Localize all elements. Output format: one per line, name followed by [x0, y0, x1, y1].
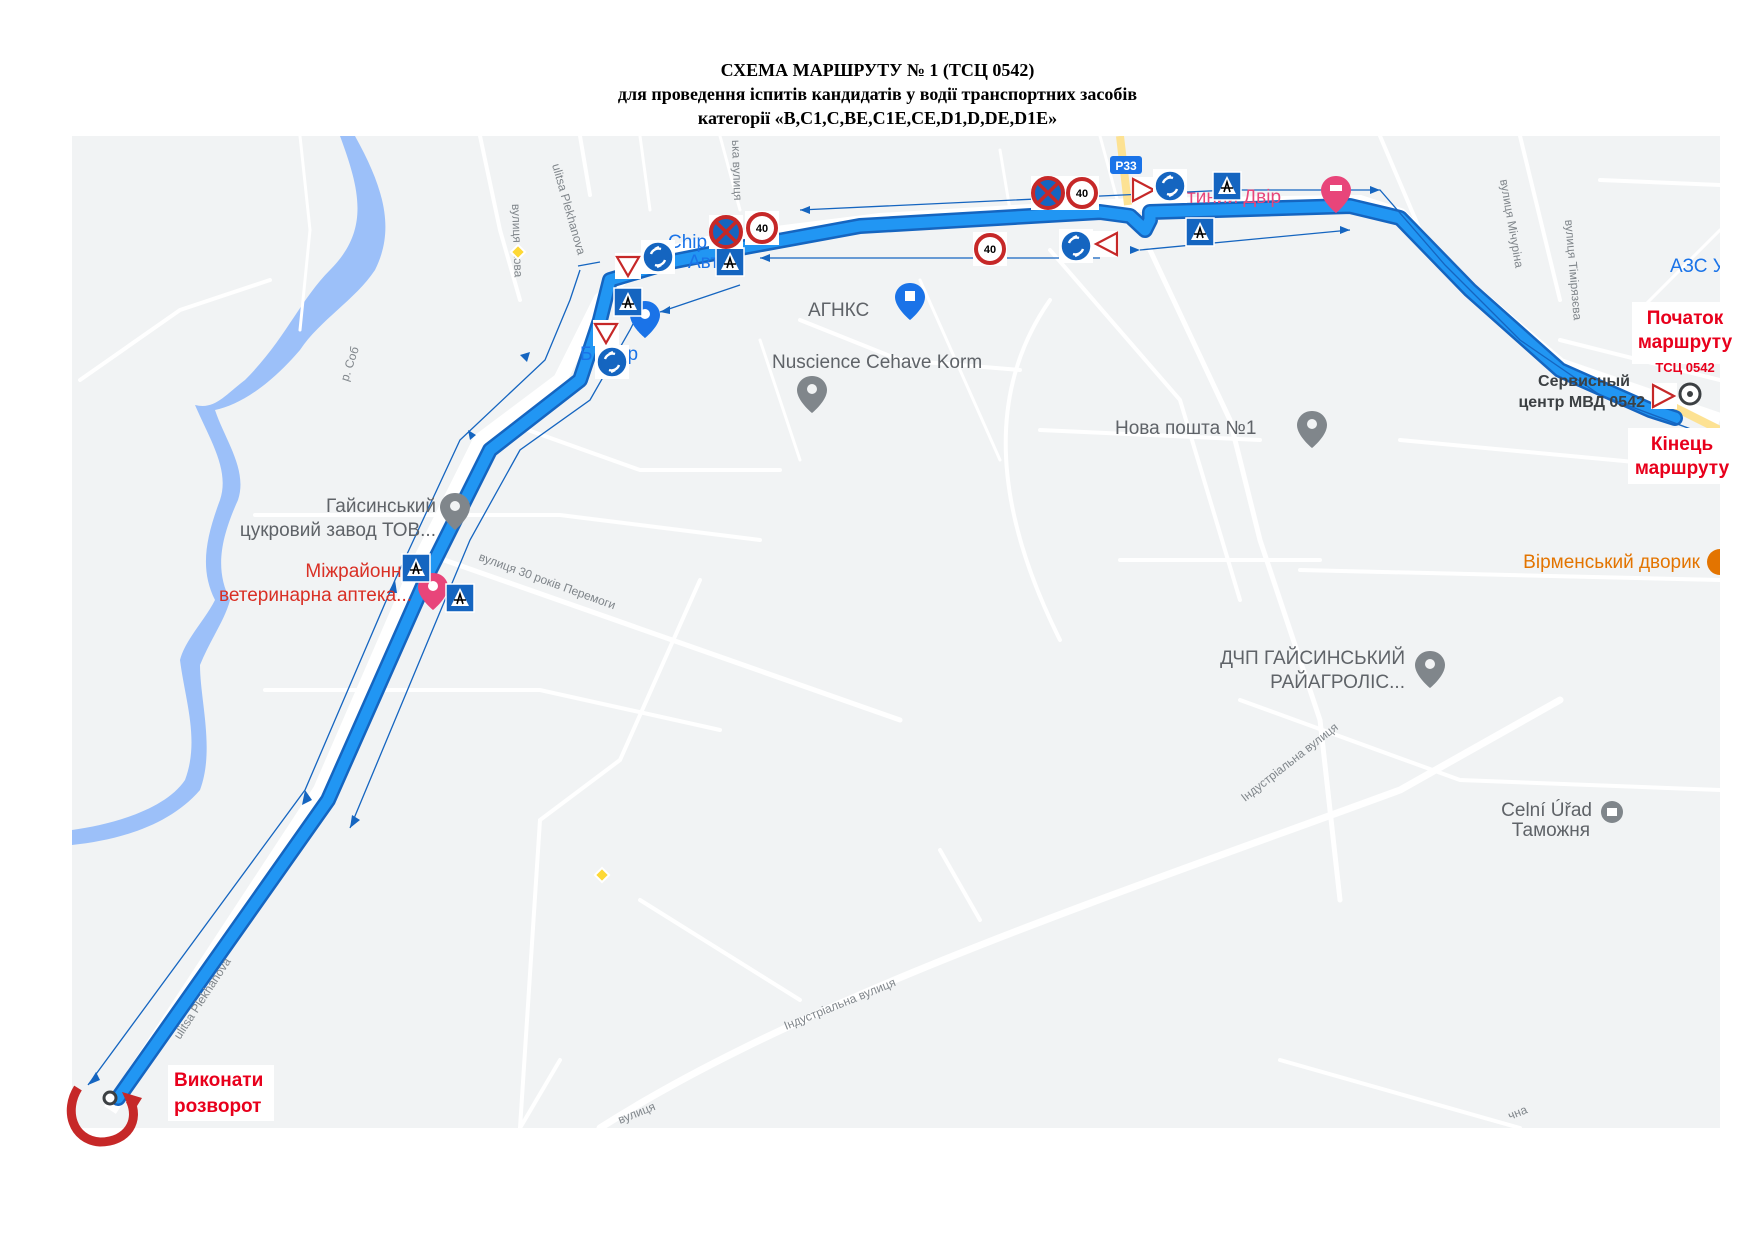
roundabout-sign-2[interactable] — [593, 343, 631, 381]
speed-limit-value-1: 40 — [756, 223, 768, 235]
crossing-sign-6[interactable] — [445, 583, 475, 613]
road-badge-r33: Р33 — [1110, 156, 1142, 174]
pin-dvir[interactable] — [1321, 176, 1351, 213]
river-sob — [72, 136, 386, 845]
scheme-title: СХЕМА МАРШРУТУ № 1 (ТСЦ 0542) для провед… — [0, 58, 1755, 130]
pin-sugar-factory[interactable] — [440, 493, 470, 530]
poi-label-sugar-factory-2: цукровий завод ТОВ... — [240, 520, 436, 541]
start-label-2: маршруту — [1638, 332, 1733, 353]
poi-label-vet-2: ветеринарна аптека... — [219, 585, 412, 606]
crossing-sign-4[interactable] — [1185, 217, 1215, 247]
end-label-2: маршруту — [1635, 458, 1730, 479]
poi-label-sugar-factory-1: Гайсинський — [326, 496, 436, 517]
speed-limit-value-3: 40 — [984, 244, 996, 256]
crossing-sign-1[interactable] — [613, 287, 643, 317]
poi-label-dchp-2: РАЙАГРОЛІС... — [1270, 671, 1405, 693]
poi-label-service-center-1: Сервисный — [1538, 373, 1630, 390]
poi-pins[interactable] — [418, 176, 1733, 823]
yield-sign-2[interactable] — [591, 318, 621, 348]
poi-label-virmenskyi: Вірменський дворик — [1523, 552, 1701, 573]
poi-label-chip: Chip — [668, 232, 707, 253]
route-start-label: Початок маршруту ТСЦ 0542 — [1632, 302, 1738, 375]
speed-limit-sign-3[interactable]: 40 — [973, 232, 1007, 266]
no-parking-sign-1[interactable] — [707, 213, 745, 251]
crossing-sign-5[interactable] — [401, 553, 431, 583]
uturn-label: Виконати розворот — [168, 1065, 274, 1121]
no-parking-sign-2[interactable] — [1029, 174, 1067, 212]
start-label-1: Початок — [1647, 308, 1724, 329]
uturn-marker — [66, 1085, 142, 1147]
yield-sign-5[interactable] — [1649, 381, 1679, 411]
route-end-label: Кінець маршруту — [1628, 428, 1736, 484]
map-area[interactable]: Гайсинський цукровий завод ТОВ... Міжрай… — [72, 136, 1733, 1128]
poi-label-celni-2: Таможня — [1512, 820, 1590, 841]
poi-label-service-center-2: центр МВД 0542 — [1518, 394, 1645, 411]
yield-sign-4[interactable] — [1091, 229, 1121, 259]
speed-limit-value-2: 40 — [1076, 188, 1088, 200]
direction-arrowheads — [88, 186, 1720, 1085]
crossing-sign-2[interactable] — [715, 247, 745, 277]
speed-limit-sign-2[interactable]: 40 — [1065, 176, 1099, 210]
speed-limit-sign-1[interactable]: 40 — [745, 211, 779, 245]
uturn-label-2: розворот — [174, 1096, 262, 1117]
diamond-markers — [509, 243, 611, 884]
uturn-label-1: Виконати — [174, 1070, 263, 1091]
title-line-3: категорії «B,C1,C,BE,C1E,CE,D1,D,DE,D1E» — [697, 108, 1058, 128]
pin-virmenskyi[interactable] — [1707, 549, 1733, 575]
pin-agnks[interactable] — [895, 283, 925, 320]
roundabout-sign-4[interactable] — [1057, 227, 1095, 265]
street-label-bottom2: чна — [1506, 1102, 1530, 1122]
street-label-ka: ька вулиця — [729, 140, 745, 201]
pin-dchp[interactable] — [1415, 651, 1445, 688]
street-label-chkova: вулиця чкова — [509, 204, 526, 278]
road-badge-text: Р33 — [1115, 159, 1137, 173]
pin-celni-urad[interactable] — [1601, 801, 1623, 823]
start-marker-icon — [1678, 382, 1702, 406]
poi-label-azs: АЗС У — [1670, 256, 1726, 277]
title-line-2: для проведення іспитів кандидатів у воді… — [617, 84, 1138, 104]
end-label-1: Кінець — [1651, 434, 1713, 455]
pin-nova-poshta[interactable] — [1297, 411, 1327, 448]
yield-sign-1[interactable] — [613, 251, 643, 281]
poi-label-vet-1: Міжрайонна — [305, 561, 412, 582]
pin-nuscience[interactable] — [797, 376, 827, 413]
roundabout-sign-3[interactable] — [1151, 167, 1189, 205]
road-network — [78, 136, 1720, 1128]
start-code: ТСЦ 0542 — [1655, 360, 1714, 375]
traffic-signs[interactable]: 40 40 40 — [401, 167, 1679, 613]
roundabout-sign-1[interactable] — [639, 238, 677, 276]
crossing-sign-3[interactable] — [1212, 171, 1242, 201]
poi-labels: Гайсинський цукровий завод ТОВ... Міжрай… — [219, 187, 1726, 841]
poi-label-nova-poshta: Нова пошта №1 — [1115, 418, 1256, 439]
poi-label-celni-1: Celní Úřad — [1501, 799, 1592, 821]
poi-label-dchp-1: ДЧП ГАЙСИНСЬКИЙ — [1220, 647, 1405, 669]
poi-label-agnks: АГНКС — [808, 300, 869, 321]
uturn-point-icon — [102, 1090, 118, 1106]
poi-label-nuscience: Nuscience Cehave Korm — [772, 352, 982, 373]
title-line-1: СХЕМА МАРШРУТУ № 1 (ТСЦ 0542) — [720, 60, 1035, 80]
